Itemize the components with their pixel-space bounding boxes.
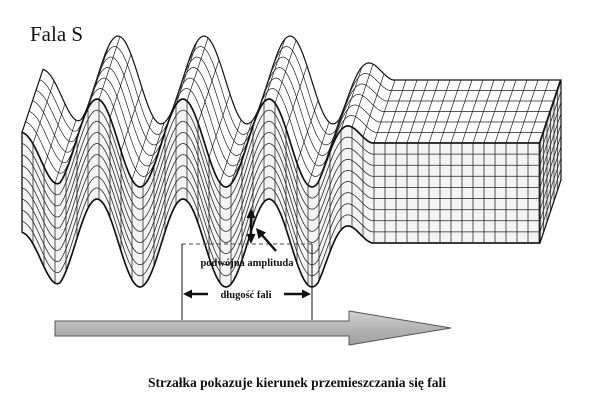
wavelength-arrow: [183, 289, 311, 299]
wave-profile-outline: [21, 98, 540, 288]
direction-arrow: [54, 310, 452, 346]
double-amplitude-label: podwójna amplituda: [200, 258, 294, 269]
wavelength-label: długość fali: [220, 290, 271, 301]
front-face-grid: [21, 99, 540, 286]
amplitude-pointer-arrow: [256, 228, 277, 252]
side-face-grid: [539, 90, 562, 233]
deformed-rock-block: [21, 35, 562, 288]
diagram-caption: Strzałka pokazuje kierunek przemieszczan…: [148, 375, 446, 390]
diagram-title: Fala S: [30, 22, 83, 46]
double-amplitude-arrow: [246, 208, 256, 244]
top-face-grid: [25, 36, 561, 187]
